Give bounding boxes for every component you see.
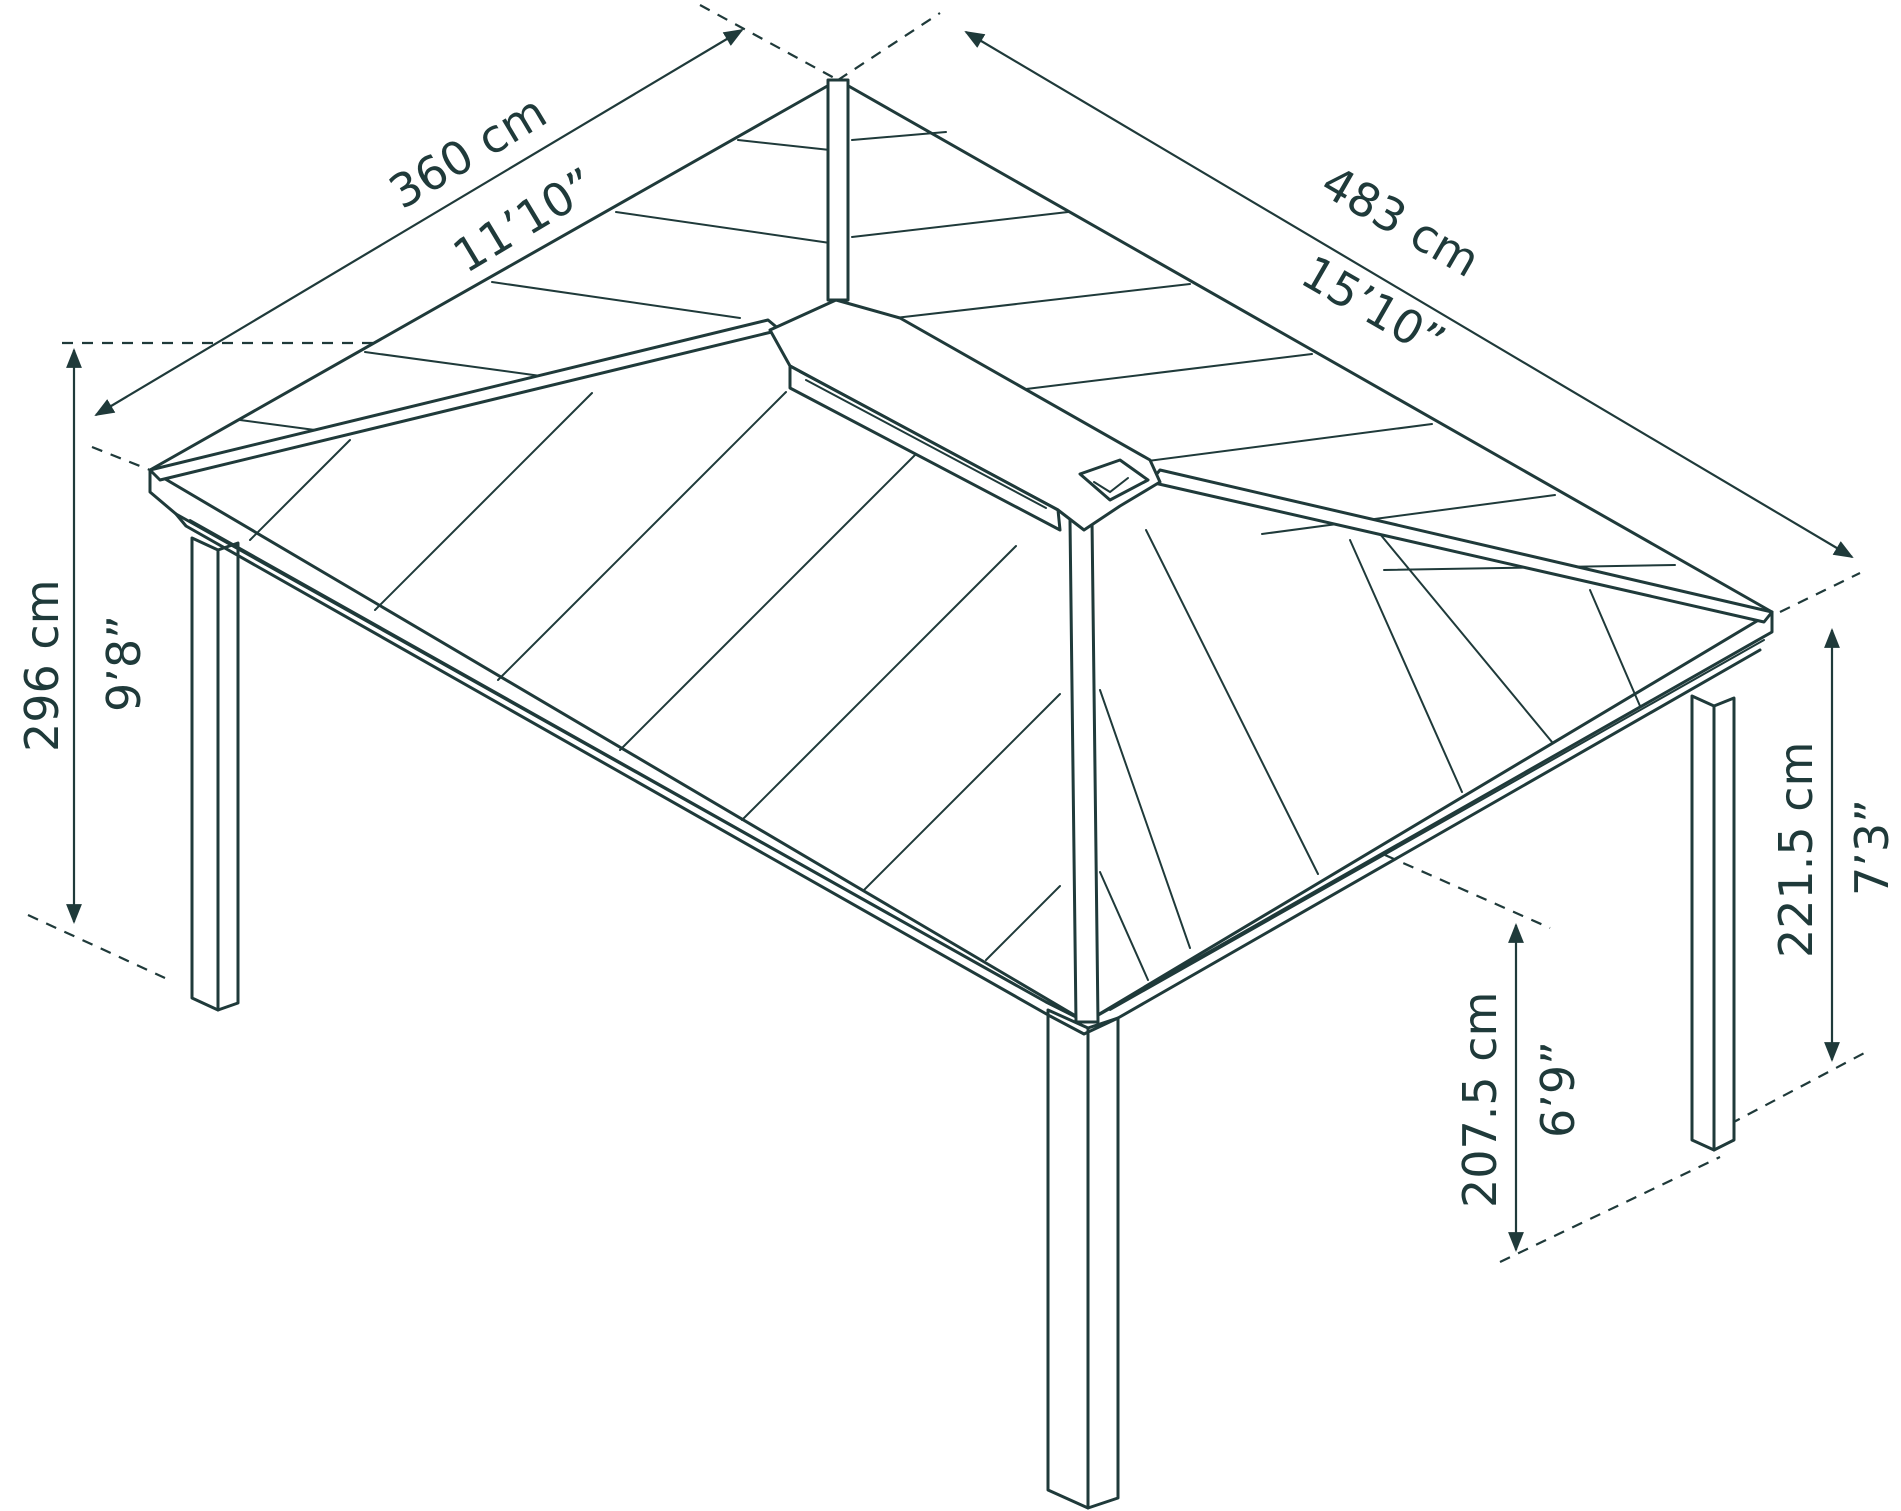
total-height-imperial-label: 9’8” bbox=[97, 615, 151, 712]
total-height-metric-label: 296 cm bbox=[15, 579, 69, 752]
eave-height-imperial-label: 7’3” bbox=[1845, 799, 1899, 896]
roof-outline bbox=[148, 78, 1774, 1024]
clearance-height-imperial-label: 6’9” bbox=[1531, 1041, 1585, 1138]
width-dimension-line bbox=[964, 30, 1854, 559]
post-back-left bbox=[190, 536, 240, 1012]
clearance-height-metric-label: 207.5 cm bbox=[1453, 992, 1507, 1208]
gazebo-roof bbox=[148, 78, 1774, 1036]
gazebo-posts bbox=[190, 536, 1736, 1510]
roof-panel-seams-front-left bbox=[249, 391, 1061, 961]
roof-purlins-back-right bbox=[851, 131, 1676, 571]
roof-hip-ridges bbox=[148, 78, 1774, 1024]
roof-panel-seams-front-right bbox=[1099, 529, 1641, 981]
dimension-lines bbox=[66, 28, 1854, 1252]
post-front bbox=[1046, 1008, 1120, 1510]
eave-height-metric-label: 221.5 cm bbox=[1769, 742, 1823, 958]
post-right bbox=[1690, 694, 1736, 1152]
depth-dimension-line bbox=[94, 28, 744, 417]
ridge-vent bbox=[768, 298, 1162, 532]
